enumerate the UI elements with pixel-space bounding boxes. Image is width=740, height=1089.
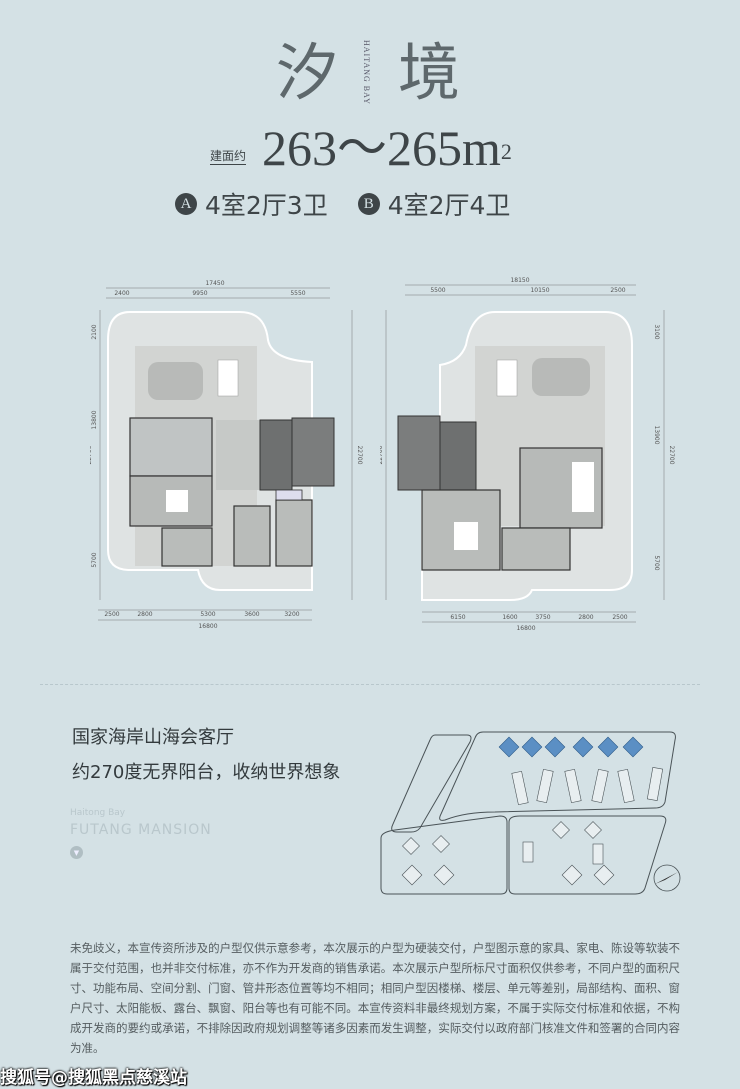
stair-core: [291, 417, 335, 487]
brand-subtitle: Haitong Bay: [70, 808, 126, 818]
dining-table: [217, 359, 239, 397]
sofa-rug: [532, 358, 590, 396]
dim-right-3: 5700: [653, 555, 660, 570]
dim-top-2: 10150: [530, 287, 549, 294]
title-char-1: 汐: [276, 36, 339, 109]
dim-bottom-2: 1600: [502, 614, 517, 621]
bedroom-4: [275, 499, 313, 567]
dim-left-total: 22700: [380, 445, 384, 464]
dim-right-1: 3100: [653, 324, 660, 339]
block-b: [508, 815, 667, 895]
layout-summary: A 4室2厅3卫 B 4室2厅4卫: [175, 186, 510, 222]
dim-top-total: 17450: [205, 280, 224, 287]
area-number: 263～265m: [262, 120, 501, 176]
dim-bottom-1: 2500: [104, 611, 119, 618]
bedroom-2: [161, 527, 213, 567]
brand-name: FUTANG MANSION: [70, 822, 212, 838]
dim-left-1: 2100: [91, 324, 98, 339]
bathroom-small: [275, 489, 303, 501]
dim-top-1: 5500: [430, 287, 445, 294]
section-divider: [40, 684, 700, 685]
bedroom-3: [233, 505, 271, 567]
dim-bottom-1: 6150: [450, 614, 465, 621]
sofa-rug: [148, 362, 203, 400]
master-bed: [166, 490, 188, 512]
stair-core: [397, 415, 441, 491]
compass-icon: [653, 864, 681, 892]
headline-line-1: 国家海岸山海会客厅: [72, 727, 234, 748]
bedroom-south: [501, 527, 571, 571]
dim-right-total: 22700: [356, 445, 363, 464]
dim-bottom-2: 2800: [137, 611, 152, 618]
dim-top-3: 5550: [290, 290, 305, 297]
dim-top-3: 2500: [610, 287, 625, 294]
dim-bottom-4: 3600: [244, 611, 259, 618]
dim-left-3: 5700: [91, 552, 98, 567]
block-a: [380, 815, 508, 895]
elevator-core: [439, 421, 477, 491]
floor-plan-a: 17450 2400 9950 5550 2500 2800 5300 3600…: [90, 280, 363, 630]
dim-bottom-3: 3750: [535, 614, 550, 621]
layout-b-rooms: 4室2厅4卫: [387, 191, 511, 220]
dim-top-2: 9950: [192, 290, 207, 297]
other-buildings: [401, 767, 664, 886]
chevron-down-icon: ▼: [70, 846, 83, 859]
dim-bottom-4: 2800: [578, 614, 593, 621]
area-label: 建面约: [210, 149, 247, 165]
title-char-2: 境: [398, 36, 461, 109]
dim-left-2: 13800: [91, 410, 98, 429]
dim-bottom-5: 2500: [612, 614, 627, 621]
dim-bottom-5: 3200: [284, 611, 299, 618]
watermark: 搜狐号@搜狐黑点慈溪站: [0, 1068, 187, 1088]
dimension-lines: [98, 287, 353, 621]
layout-a-badge: A: [175, 193, 197, 215]
dim-left-total: 22700: [90, 445, 93, 464]
elevator-core: [259, 419, 293, 491]
corridor: [216, 420, 260, 490]
floor-plan-b: 18150 5500 10150 2500 6150 1600 3750 280…: [380, 277, 675, 632]
master-bath: [129, 417, 213, 477]
dim-bottom-total: 16800: [516, 625, 535, 632]
layout-b-badge: B: [357, 193, 380, 215]
dim-top-total: 18150: [510, 277, 529, 284]
dimension-lines: [385, 284, 665, 623]
master-bed: [454, 522, 478, 550]
block-c: [439, 731, 676, 821]
site-map: [380, 731, 681, 895]
legal-disclaimer: 未免歧义，本宣传资所涉及的户型仅供示意参考，本次展示的户型为硬装交付，户型图示意…: [70, 941, 680, 1055]
dim-right-total: 22700: [668, 445, 675, 464]
dim-right-2: 13900: [653, 425, 660, 444]
dim-top-1: 2400: [114, 290, 129, 297]
area-value: 263～265m2: [262, 118, 512, 178]
highlighted-buildings: [498, 736, 644, 758]
commercial-block: [391, 734, 472, 833]
headline-line-2: 约270度无界阳台，收纳世界想象: [72, 762, 341, 783]
dim-bottom-3: 5300: [200, 611, 215, 618]
layout-a-rooms: 4室2厅3卫: [205, 191, 328, 220]
title-english-vertical: HAITANG BAY: [362, 40, 371, 105]
dining-table: [496, 359, 518, 397]
dim-bottom-total: 16800: [198, 623, 217, 630]
area-unit-sup: 2: [500, 139, 512, 164]
beds-east: [572, 462, 594, 512]
